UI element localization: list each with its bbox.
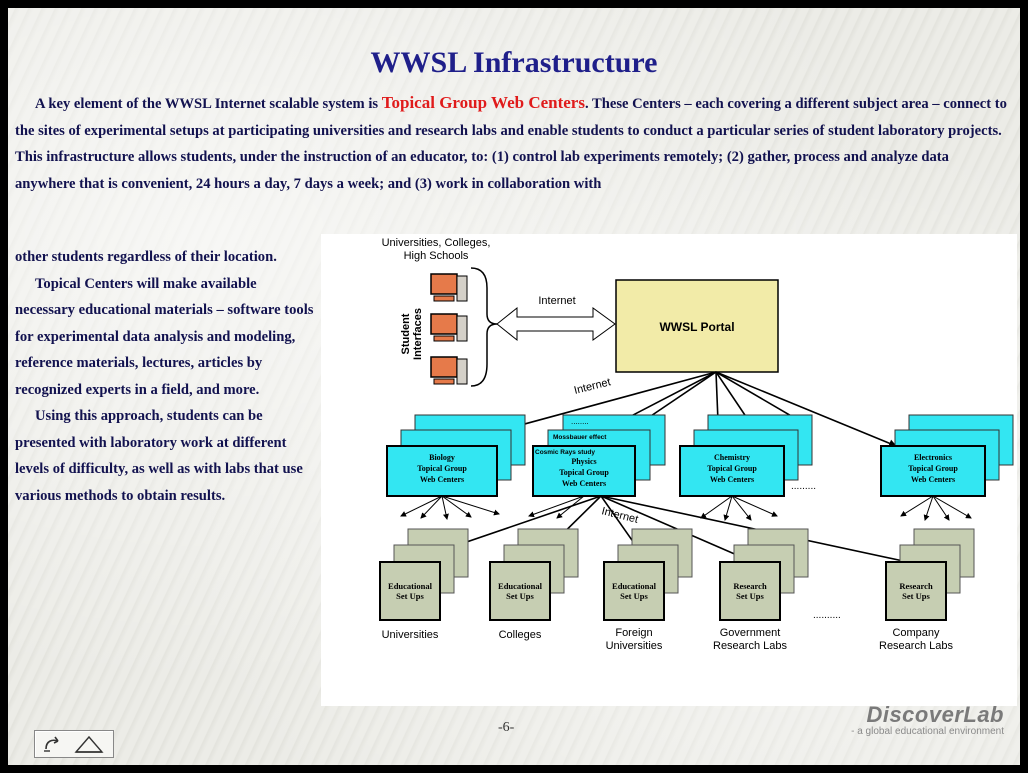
side-text: other students regardless of their locat… — [15, 244, 315, 509]
center-box-physics — [532, 445, 636, 497]
setup-caption-universities: Universities — [382, 629, 439, 641]
setup-caption-company-2: Research Labs — [879, 640, 953, 652]
setup-caption-company-1: Company — [892, 627, 940, 639]
svg-text:Educational: Educational — [498, 581, 543, 591]
logo-tagline: - a global educational environment — [851, 726, 1004, 737]
svg-text:Set Ups: Set Ups — [396, 591, 424, 601]
center-box-chemistry — [679, 445, 785, 497]
discoverlab-logo: DiscoverLab - a global educational envir… — [851, 702, 1004, 737]
triangle-home-icon — [74, 735, 104, 753]
svg-text:Web Centers: Web Centers — [420, 475, 464, 484]
return-button[interactable] — [35, 732, 71, 756]
student-interfaces-label-2: Interfaces — [412, 308, 424, 360]
svg-text:Educational: Educational — [612, 581, 657, 591]
intro-text-1: A key element of the WWSL Internet scala… — [35, 96, 382, 112]
setup-caption-government-1: Government — [720, 627, 781, 639]
setup-box-government — [719, 561, 781, 621]
svg-text:Set Ups: Set Ups — [620, 591, 648, 601]
setup-caption-government-2: Research Labs — [713, 640, 787, 652]
return-icon — [44, 736, 59, 752]
side-line-1: other students regardless of their locat… — [15, 249, 277, 265]
setup-caption-foreign-1: Foreign — [615, 627, 652, 639]
svg-text:..........: .......... — [813, 610, 841, 621]
intro-text-2: . These Centers – each covering a differ… — [15, 96, 1007, 192]
computer-icon — [430, 356, 468, 385]
svg-text:Topical Group: Topical Group — [908, 464, 958, 473]
users-label-1: Universities, Colleges, — [382, 237, 491, 249]
users-label-2: High Schools — [404, 250, 469, 262]
svg-text:Educational: Educational — [388, 581, 433, 591]
svg-text:........: ........ — [571, 417, 589, 426]
computer-icon — [430, 273, 468, 302]
setup-box-foreign — [603, 561, 665, 621]
svg-text:Topical Group: Topical Group — [559, 468, 609, 477]
computer-icon — [430, 313, 468, 342]
home-button[interactable] — [71, 732, 107, 756]
svg-text:Web Centers: Web Centers — [710, 475, 754, 484]
setup-box-company — [885, 561, 947, 621]
svg-text:Research: Research — [899, 581, 933, 591]
side-para-3: Using this approach, students can be pre… — [15, 408, 303, 504]
svg-text:Set Ups: Set Ups — [506, 591, 534, 601]
center-box-electronics — [880, 445, 986, 497]
wwsl-portal-label: WWSL Portal — [659, 320, 734, 334]
brace — [470, 267, 498, 387]
intro-highlight: Topical Group Web Centers — [381, 93, 585, 112]
internet-label-top: Internet — [538, 295, 575, 307]
intro-paragraph: A key element of the WWSL Internet scala… — [15, 90, 1010, 197]
svg-text:Biology: Biology — [429, 453, 455, 462]
side-para-2: Topical Centers will make available nece… — [15, 275, 314, 398]
slide-nav — [34, 730, 114, 758]
wwsl-portal-box — [615, 279, 779, 373]
logo-brand: DiscoverLab — [866, 702, 1004, 727]
svg-text:Topical Group: Topical Group — [417, 464, 467, 473]
internet-label-mid: Internet — [573, 376, 612, 397]
student-interfaces-label-1: Student — [400, 313, 412, 354]
slide: WWSL Infrastructure A key element of the… — [8, 8, 1020, 765]
setup-caption-colleges: Colleges — [499, 629, 542, 641]
infrastructure-diagram: Universities, Colleges, High Schools Stu… — [321, 234, 1017, 706]
svg-text:Topical Group: Topical Group — [707, 464, 757, 473]
svg-text:Set Ups: Set Ups — [736, 591, 764, 601]
svg-text:Web Centers: Web Centers — [911, 475, 955, 484]
svg-text:Chemistry: Chemistry — [714, 453, 750, 462]
slide-title: WWSL Infrastructure — [370, 46, 658, 79]
svg-text:Set Ups: Set Ups — [902, 591, 930, 601]
cosmic-label: Cosmic Rays study — [535, 449, 595, 456]
page-number: -6- — [498, 720, 515, 735]
setup-box-colleges — [489, 561, 551, 621]
mossbauer-label: Mossbauer effect — [553, 434, 607, 441]
svg-text:Research: Research — [733, 581, 767, 591]
setup-caption-foreign-2: Universities — [606, 640, 663, 652]
svg-text:Electronics: Electronics — [914, 453, 952, 462]
svg-text:Physics: Physics — [571, 457, 596, 466]
svg-text:Web Centers: Web Centers — [562, 479, 606, 488]
svg-text:.........: ......... — [791, 481, 816, 492]
center-box-biology — [386, 445, 498, 497]
internet-double-arrow — [496, 306, 616, 342]
setup-box-universities — [379, 561, 441, 621]
